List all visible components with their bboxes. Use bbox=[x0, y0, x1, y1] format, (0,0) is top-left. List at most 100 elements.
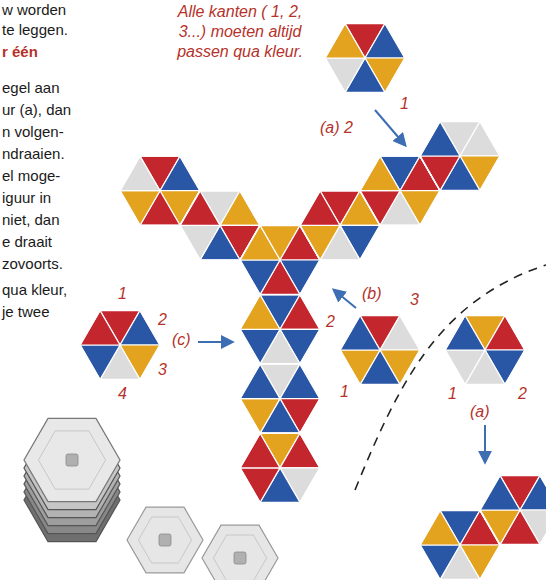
hex-tile bbox=[325, 23, 405, 92]
tile-texture bbox=[138, 517, 191, 563]
tile-triangle bbox=[445, 315, 485, 350]
tile-outline bbox=[420, 121, 500, 190]
tile-back bbox=[127, 507, 203, 573]
tile-outline bbox=[240, 364, 320, 433]
tile-triangle bbox=[420, 156, 460, 191]
hex-tile bbox=[420, 121, 500, 190]
rule-text: e draait bbox=[2, 232, 52, 252]
edge-number: 3 bbox=[158, 360, 167, 380]
tile-triangle bbox=[340, 315, 380, 350]
tile-outline bbox=[340, 315, 420, 384]
tile-triangle bbox=[340, 350, 380, 385]
edge-number: 1 bbox=[340, 382, 349, 402]
rule-text: ndraaien. bbox=[2, 144, 65, 164]
tile-triangle bbox=[485, 315, 525, 350]
tile-triangle bbox=[280, 433, 320, 468]
step-label: (a) bbox=[470, 402, 490, 422]
edge-number: 4 bbox=[118, 384, 127, 404]
rule-note: Alle kanten ( 1, 2, 3...) moeten altijd … bbox=[165, 2, 315, 62]
tile-outline bbox=[240, 295, 320, 364]
tile-texture bbox=[213, 535, 266, 580]
tile-back bbox=[202, 525, 278, 580]
tile-triangle bbox=[280, 295, 320, 330]
tile-triangle bbox=[300, 225, 340, 260]
tile-triangle bbox=[80, 345, 120, 380]
tile-triangle bbox=[240, 260, 280, 295]
rule-text: qua kleur, bbox=[2, 280, 67, 300]
edge-number: 2 bbox=[326, 312, 335, 332]
rule-text: egel aan bbox=[2, 78, 60, 98]
tile-outline bbox=[240, 433, 320, 502]
tile-logo bbox=[234, 552, 246, 564]
tile-outline bbox=[480, 475, 546, 544]
tile-triangle bbox=[445, 350, 485, 385]
tile-triangle bbox=[240, 433, 280, 468]
hex-tile bbox=[80, 310, 160, 379]
tile-triangle bbox=[460, 121, 500, 156]
tile-triangle bbox=[120, 310, 160, 345]
tile-triangle bbox=[180, 225, 220, 260]
step-label: (b) bbox=[362, 284, 382, 304]
tile-triangle bbox=[380, 315, 420, 350]
tile-triangle bbox=[120, 156, 160, 191]
tile-triangle bbox=[80, 310, 120, 345]
step-label: (a) 2 bbox=[320, 118, 353, 138]
rule-text: n volgen- bbox=[2, 122, 64, 142]
tile-triangle bbox=[220, 191, 260, 226]
tile-logo bbox=[159, 534, 171, 546]
rule-text: zovoorts. bbox=[2, 254, 63, 274]
tile-triangle bbox=[360, 191, 400, 226]
tile-triangle bbox=[360, 156, 400, 191]
tile-outline bbox=[445, 315, 525, 384]
tile-triangle bbox=[365, 23, 405, 58]
tile-triangle bbox=[180, 191, 220, 226]
tile-triangle bbox=[325, 58, 365, 93]
tile-triangle bbox=[240, 468, 280, 503]
edge-number: 3 bbox=[410, 290, 419, 310]
edge-number: 1 bbox=[448, 384, 457, 404]
tile-triangle bbox=[325, 23, 365, 58]
back-tile bbox=[202, 525, 278, 580]
rule-text: te leggen. bbox=[2, 20, 68, 40]
rule-text: iguur in bbox=[2, 188, 51, 208]
tile-triangle bbox=[520, 475, 546, 510]
tile-texture bbox=[38, 431, 105, 489]
tile-triangle bbox=[240, 295, 280, 330]
hex-tile bbox=[240, 295, 320, 364]
tile-triangle bbox=[420, 121, 460, 156]
tile-back bbox=[24, 418, 120, 501]
arrow-group bbox=[198, 110, 485, 462]
move-arrow bbox=[375, 110, 405, 145]
hex-tile bbox=[480, 475, 546, 544]
rule-text: el moge- bbox=[2, 166, 60, 186]
dashed-arc bbox=[355, 265, 546, 490]
rule-text: niet, dan bbox=[2, 210, 60, 230]
hex-tile bbox=[445, 315, 525, 384]
rule-text: je twee bbox=[2, 302, 50, 322]
hex-tile bbox=[240, 433, 320, 502]
tile-triangle bbox=[420, 545, 460, 580]
tile-logo bbox=[66, 454, 78, 466]
tile-triangle bbox=[240, 225, 280, 260]
tile-triangle bbox=[420, 510, 460, 545]
tile-triangle bbox=[160, 156, 200, 191]
tile-triangle bbox=[240, 364, 280, 399]
tile-triangle bbox=[240, 399, 280, 434]
rule-text: w worden bbox=[2, 0, 66, 20]
tile-outline bbox=[325, 23, 405, 92]
move-arrow bbox=[198, 341, 232, 343]
tile-triangle bbox=[120, 191, 160, 226]
edge-number: 2 bbox=[518, 384, 527, 404]
rule-text: r één bbox=[2, 42, 38, 62]
edge-number: 2 bbox=[158, 310, 167, 330]
tile-outline bbox=[80, 310, 160, 379]
back-tile bbox=[24, 418, 120, 501]
rule-text: ur (a), dan bbox=[2, 100, 71, 120]
tile-triangle bbox=[240, 329, 280, 364]
edge-number: 1 bbox=[400, 94, 409, 114]
edge-number: 1 bbox=[118, 284, 127, 304]
tile-triangle bbox=[480, 510, 520, 545]
move-arrow bbox=[484, 425, 486, 462]
step-label: (c) bbox=[172, 330, 191, 350]
